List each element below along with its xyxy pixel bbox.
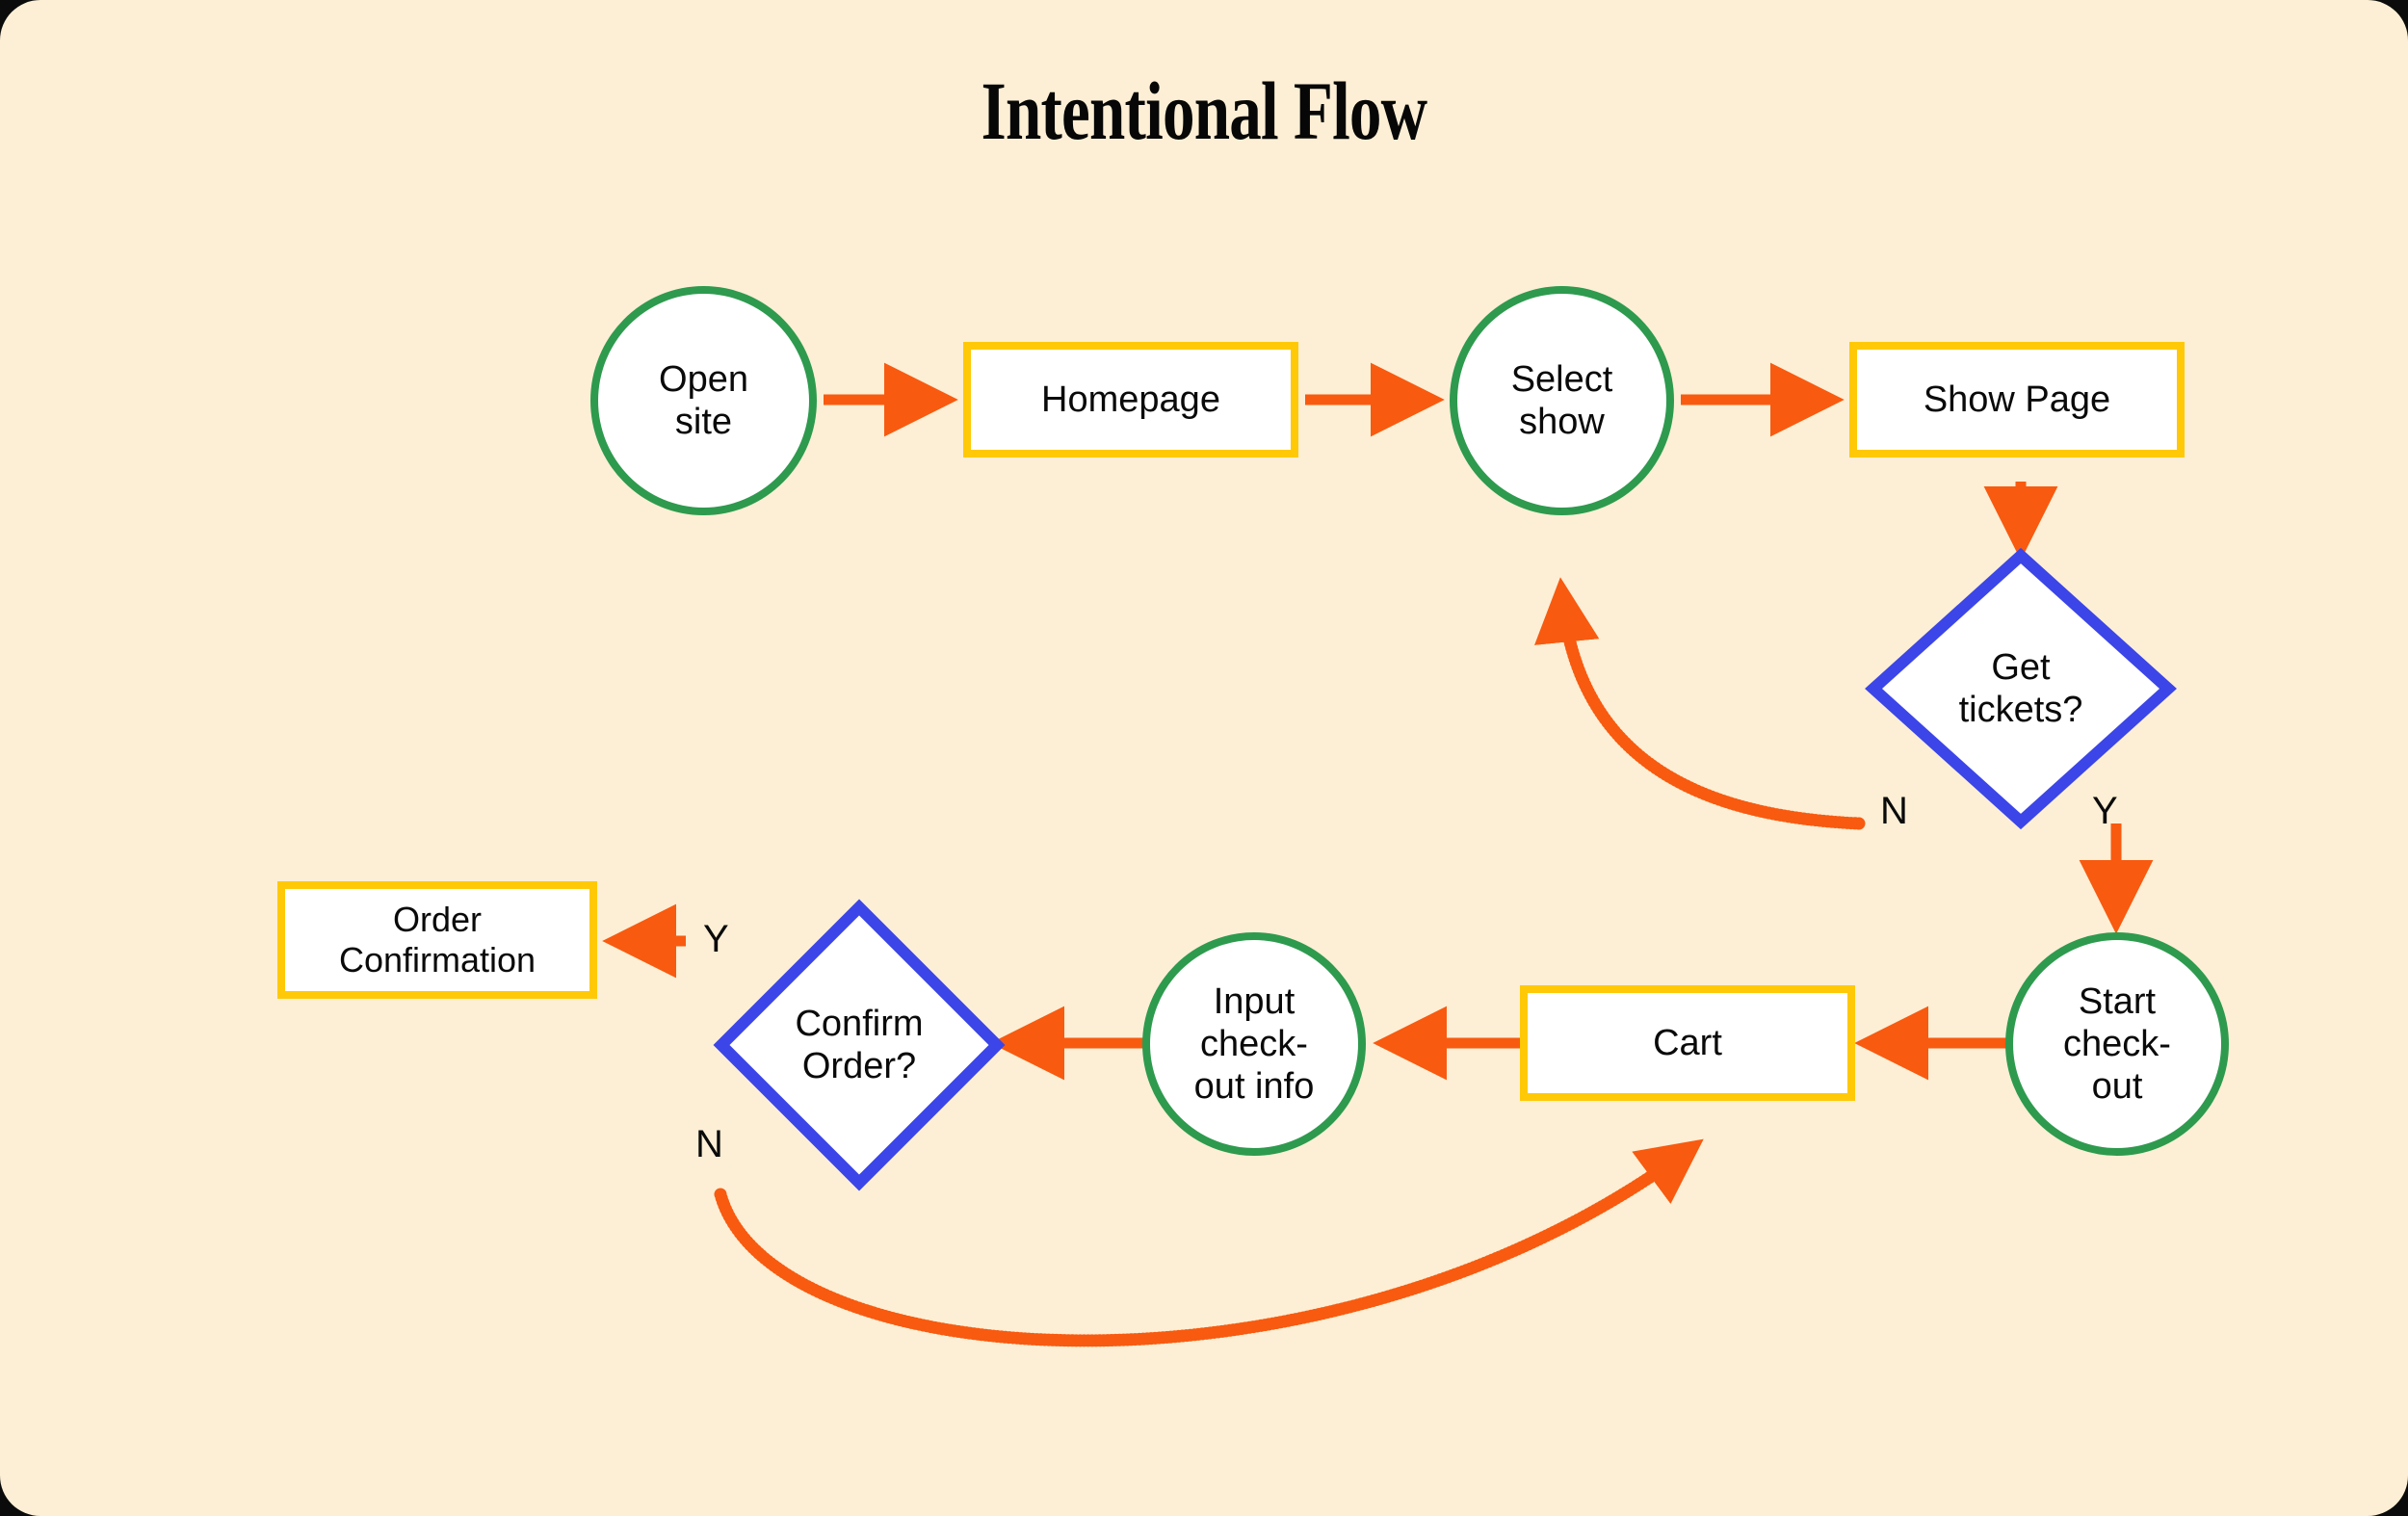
- node-input-checkout-info-label: Input check- out info: [1193, 980, 1315, 1108]
- node-order-confirmation[interactable]: Order Confirmation: [277, 881, 597, 999]
- node-start-checkout-label: Start check- out: [2063, 980, 2171, 1108]
- node-order-confirmation-label: Order Confirmation: [338, 900, 537, 980]
- node-open-site-label: Open site: [659, 358, 748, 442]
- edge-label-get-tickets-no: N: [1880, 790, 1908, 832]
- node-get-tickets[interactable]: Get tickets?: [1865, 547, 2177, 830]
- get-tickets-diamond-shape: [1865, 547, 2177, 830]
- node-input-checkout-info[interactable]: Input check- out info: [1142, 932, 1366, 1156]
- node-select-show-label: Select show: [1510, 358, 1613, 442]
- node-show-page-label: Show Page: [1923, 379, 2111, 420]
- edge-label-get-tickets-yes: Y: [2092, 790, 2118, 832]
- node-homepage[interactable]: Homepage: [963, 342, 1298, 457]
- confirm-order-diamond-shape: [713, 899, 1006, 1191]
- node-show-page[interactable]: Show Page: [1849, 342, 2185, 457]
- node-open-site[interactable]: Open site: [590, 286, 817, 515]
- node-cart-label: Cart: [1653, 1022, 1722, 1063]
- page-title: Intentional Flow: [981, 65, 1428, 157]
- node-homepage-label: Homepage: [1041, 379, 1220, 420]
- edge-get-tickets-no-loop: [1534, 577, 1866, 830]
- edge-label-confirm-order-yes: Y: [703, 918, 729, 960]
- node-confirm-order[interactable]: Confirm Order?: [713, 899, 1006, 1191]
- node-start-checkout[interactable]: Start check- out: [2005, 932, 2229, 1156]
- node-select-show[interactable]: Select show: [1450, 286, 1674, 515]
- edge-label-confirm-order-no: N: [695, 1123, 723, 1165]
- node-cart[interactable]: Cart: [1520, 985, 1855, 1101]
